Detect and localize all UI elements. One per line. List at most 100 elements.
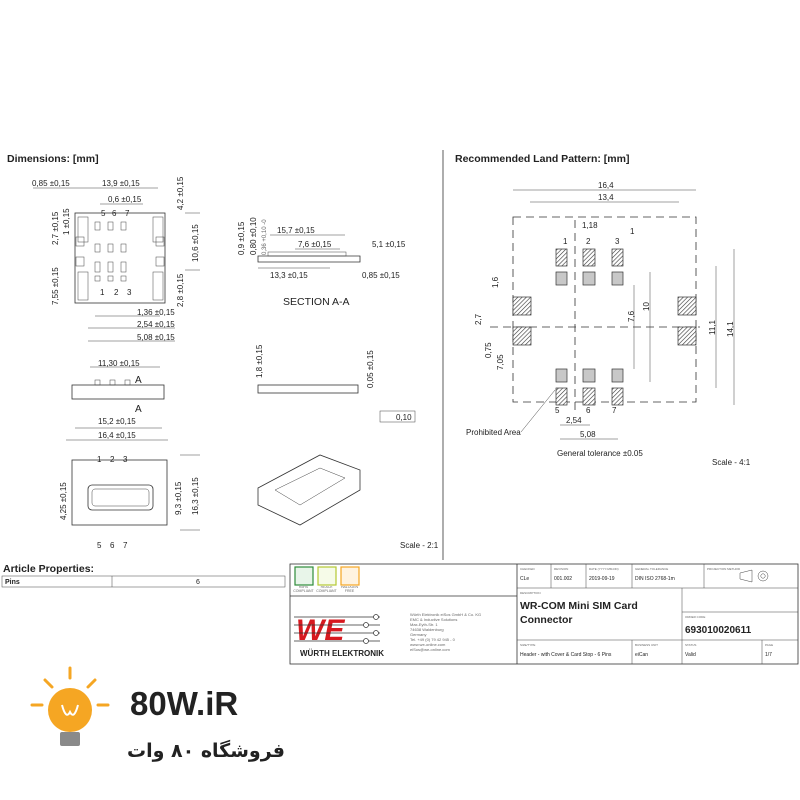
dim-label: 10 [642, 302, 651, 311]
pin-label: 2 [114, 288, 119, 297]
svg-text:80W.iR: 80W.iR [130, 685, 238, 722]
dim-label: 0,85 ±0,15 [362, 271, 400, 280]
dim-label: 5,1 ±0,15 [372, 240, 406, 249]
property-value: 6 [196, 579, 200, 586]
description-line: WR-COM Mini SIM Card [520, 600, 638, 612]
dim-label: 0,80 ±0,10 [249, 217, 258, 255]
dim-label: 2,7 [474, 313, 483, 325]
dim-label: 4,25 ±0,15 [59, 482, 68, 520]
dim-label: 11,1 [708, 319, 717, 335]
dim-label: 5,08 [580, 430, 596, 439]
dim-label: 16,4 [598, 181, 614, 190]
svg-text:Würth Elektronik eiSos GmbH &: Würth Elektronik eiSos GmbH & Co. KG [410, 612, 481, 617]
svg-text:STATUS: STATUS [685, 643, 696, 647]
pin-label: 5 [97, 541, 102, 550]
date-value: 2019-09-19 [589, 576, 615, 582]
dim-label: 11,30 ±0,15 [98, 359, 140, 368]
reach-caption: REACh COMPLIANT [316, 586, 337, 593]
pin-label: 5 [555, 406, 560, 415]
pin-label: 3 [615, 237, 620, 246]
dim-label: 15,7 ±0,15 [277, 226, 315, 235]
dim-label: 1 ±0,15 [62, 208, 71, 235]
article-properties-title: Article Properties: [3, 563, 94, 575]
pin-label: 1 [563, 237, 568, 246]
svg-text:SIZE/TYPE: SIZE/TYPE [520, 643, 535, 647]
pin-label: 2 [110, 455, 115, 464]
dimensions-title: Dimensions: [mm] [7, 153, 99, 165]
halogen-free-icon [340, 566, 360, 586]
dim-label: 0,36 +0,10 -0 [262, 219, 268, 255]
dim-label: 1,8 ±0,15 [255, 344, 264, 378]
description-line: Connector [520, 614, 573, 626]
title-block: RoHS COMPLIANT REACh COMPLIANT HALOGEN F… [289, 563, 799, 665]
top-view: 0,85 ±0,15 13,9 ±0,15 0,6 ±0,15 4,2 ±0,1… [32, 176, 200, 342]
section-a-a: 15,7 ±0,15 7,6 ±0,15 5,1 ±0,15 13,3 ±0,1… [237, 217, 406, 308]
checked-value: CLe [520, 576, 529, 582]
article-properties-table: Pins 6 [1, 575, 286, 588]
wurth-logo: WE WÜRTH ELEKTRONIK [294, 614, 384, 658]
svg-text:ORDER CODE: ORDER CODE [685, 615, 705, 619]
dim-label: 1,6 [491, 276, 500, 288]
dim-label: 7,05 [496, 354, 505, 370]
svg-text:DATE (YYYY-MM-DD): DATE (YYYY-MM-DD) [589, 567, 619, 571]
dim-label: 14,1 [726, 321, 735, 337]
pin-label: 6 [586, 406, 591, 415]
dim-label: 13,3 ±0,15 [270, 271, 308, 280]
svg-text:فروشگاه ۸۰ وات: فروشگاه ۸۰ وات [127, 739, 285, 762]
dim-label: 16,4 ±0,15 [98, 431, 136, 440]
svg-text:www.we-online.com: www.we-online.com [410, 642, 446, 647]
section-mark: A [135, 375, 142, 386]
svg-text:REVISION: REVISION [554, 567, 568, 571]
svg-text:Germany: Germany [410, 632, 426, 637]
dim-label: 7,6 ±0,15 [298, 240, 332, 249]
dim-label: 2,7 ±0,15 [51, 211, 60, 245]
side-view: A A 11,30 ±0,15 15,2 ±0,15 16,4 ±0,15 [66, 359, 168, 441]
svg-text:WÜRTH ELEKTRONIK: WÜRTH ELEKTRONIK [300, 649, 384, 658]
revision-value: 001.002 [554, 576, 572, 582]
pin-label: 1 [97, 455, 102, 464]
rohs-icon [294, 566, 314, 586]
dim-label: 2,54 ±0,15 [137, 320, 175, 329]
prohibited-area-label: Prohibited Area [466, 428, 521, 437]
svg-text:74638 Waldenburg: 74638 Waldenburg [410, 627, 444, 632]
dim-label: 13,4 [598, 193, 614, 202]
svg-text:CHECKED: CHECKED [520, 567, 536, 571]
pin-label: 3 [127, 288, 132, 297]
tolerance-value: DIN ISO 2768-1m [635, 576, 675, 582]
scale-label: Scale - 4:1 [712, 458, 751, 467]
side-view-2: 1,8 ±0,15 0,05 ±0,15 0,10 [255, 344, 416, 423]
property-name: Pins [5, 579, 20, 586]
pin-label: 2 [586, 237, 591, 246]
dim-label: 4,2 ±0,15 [176, 176, 185, 210]
dim-label: 2,54 [566, 416, 582, 425]
svg-text:eiSos@we-online.com: eiSos@we-online.com [410, 647, 451, 652]
svg-text:WE: WE [296, 614, 345, 647]
iso-view [257, 454, 361, 526]
rohs-caption: RoHS COMPLIANT [293, 586, 314, 593]
subtype-value: Header - with Cover & Card Stop - 6 Pins [520, 652, 612, 658]
dim-label: 9,3 ±0,15 [174, 481, 183, 515]
svg-text:GENERAL TOLERANCE: GENERAL TOLERANCE [635, 567, 668, 571]
svg-text:PROJECTION METHOD: PROJECTION METHOD [707, 567, 741, 571]
bottom-view: 1 2 3 5 6 7 4,25 ±0,15 9,3 ±0,15 16,3 ±0… [59, 454, 200, 550]
projection-symbol-icon [739, 569, 769, 583]
dim-label: 13,9 ±0,15 [102, 179, 140, 188]
pin-label: 6 [112, 209, 117, 218]
section-mark: A [135, 404, 142, 415]
dim-label: 5,08 ±0,15 [137, 333, 175, 342]
pin-label: 3 [123, 455, 128, 464]
dim-label: 0,75 [484, 342, 493, 358]
svg-text:PAGE: PAGE [765, 643, 773, 647]
svg-text:Tel. +49 (0) 79 42 945 - 0: Tel. +49 (0) 79 42 945 - 0 [410, 637, 456, 642]
reach-icon [317, 566, 337, 586]
svg-text:BUSINESS UNIT: BUSINESS UNIT [635, 643, 658, 647]
page-value: 1/7 [765, 652, 772, 658]
svg-text:Max-Eyth-Str. 1: Max-Eyth-Str. 1 [410, 622, 438, 627]
svg-text:EMC & Inductive Solutions: EMC & Inductive Solutions [410, 617, 457, 622]
dim-label: 0,6 ±0,15 [108, 195, 142, 204]
svg-text:DESCRIPTION: DESCRIPTION [520, 591, 541, 595]
watermark-logo: 80W.iR فروشگاه ۸۰ وات [30, 666, 285, 762]
status-value: Valid [685, 652, 696, 658]
dim-label: 16,3 ±0,15 [191, 477, 200, 515]
